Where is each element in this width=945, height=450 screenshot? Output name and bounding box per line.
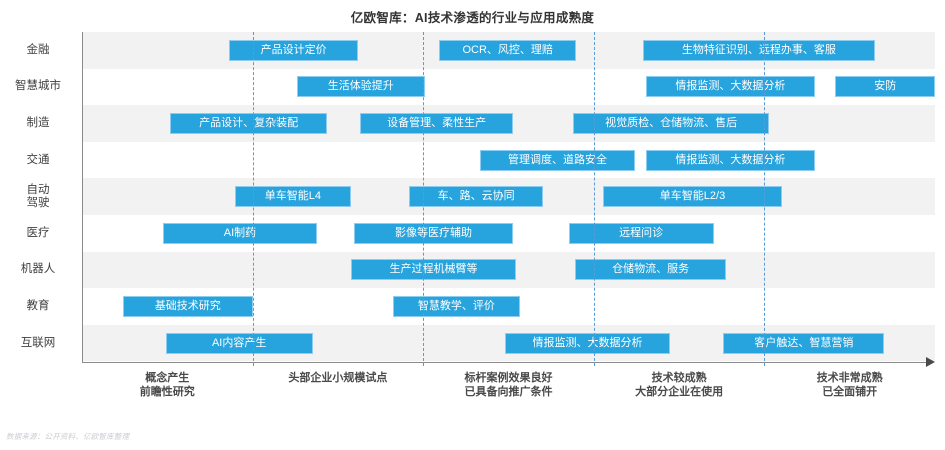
y-axis-label-医疗: 医疗 xyxy=(0,227,76,240)
chart-bar[interactable]: 远程问诊 xyxy=(568,222,714,244)
chart-bar[interactable]: 车、路、云协同 xyxy=(408,186,544,208)
chart-row: 管理调度、道路安全情报监测、大数据分析 xyxy=(82,141,935,179)
gridline-4 xyxy=(764,32,766,366)
chart-bar[interactable]: 仓储物流、服务 xyxy=(574,259,727,281)
y-axis-label-line2: 驾驶 xyxy=(26,196,50,209)
chart-bar[interactable]: 视觉质检、仓储物流、售后 xyxy=(573,112,770,134)
y-axis-line xyxy=(82,32,83,362)
chart-bar[interactable]: 情报监测、大数据分析 xyxy=(645,76,815,98)
chart-bar[interactable]: 生物特征识别、远程办事、客服 xyxy=(642,39,875,61)
chart-row: 生活体验提升 情报监测、大数据分析安防 xyxy=(82,68,935,106)
x-axis-stage-label-3: 标杆案例效果良好已具备向推广条件 xyxy=(423,371,594,399)
chart-bar[interactable]: OCR、风控、理赔 xyxy=(438,39,577,61)
y-axis-label-智慧城市: 智慧城市 xyxy=(0,80,76,93)
chart-row: 产品设计、复杂装配 设备管理、柔性生产 视觉质检、仓储物流、售后 xyxy=(82,105,935,142)
x-axis-stage-line1: 技术较成熟 xyxy=(651,372,707,384)
chart-row: 单车智能L4 车、路、云协同 单车智能L2/3 xyxy=(82,178,935,215)
chart-bar[interactable]: 生活体验提升 xyxy=(296,76,425,98)
chart-bar[interactable]: 情报监测、大数据分析 xyxy=(505,332,670,354)
chart-row: 基础技术研究 智慧教学、评价 xyxy=(82,288,935,325)
chart-bar[interactable]: 产品设计定价 xyxy=(228,39,359,61)
x-axis-stage-label-2: 头部企业小规模试点 xyxy=(253,371,424,385)
x-axis-stage-label-1: 概念产生前瞻性研究 xyxy=(82,371,253,399)
x-axis-stage-line1: 头部企业小规模试点 xyxy=(288,372,388,384)
chart-bar[interactable]: AI内容产生 xyxy=(165,332,313,354)
y-axis-label-line1: 机器人 xyxy=(20,263,56,276)
x-axis-stage-line2: 大部分企业在使用 xyxy=(635,386,724,398)
y-axis-label-自动驾驶: 自动驾驶 xyxy=(0,184,76,210)
y-axis-label-制造: 制造 xyxy=(0,117,76,130)
x-axis-stage-line2: 前瞻性研究 xyxy=(139,386,195,398)
y-axis-label-金融: 金融 xyxy=(0,44,76,57)
x-axis-stage-line2: 已全面铺开 xyxy=(822,386,878,398)
y-axis-label-line1: 智慧城市 xyxy=(15,80,61,93)
y-axis-label-line1: 自动 xyxy=(26,183,50,196)
chart-bar[interactable]: 情报监测、大数据分析 xyxy=(645,149,815,171)
x-axis-stage-label-5: 技术非常成熟已全面铺开 xyxy=(764,371,935,399)
x-axis-line xyxy=(82,362,927,363)
y-axis-label-互联网: 互联网 xyxy=(0,337,76,350)
chart-bar[interactable]: 影像等医疗辅助 xyxy=(353,222,514,244)
chart-bar[interactable]: 单车智能L2/3 xyxy=(603,186,782,208)
chart-bar[interactable]: 管理调度、道路安全 xyxy=(480,149,635,171)
y-axis-label-教育: 教育 xyxy=(0,300,76,313)
chart-bar[interactable]: AI制药 xyxy=(162,222,318,244)
x-axis-stage-line1: 技术非常成熟 xyxy=(816,372,883,384)
x-axis-stage-line1: 标杆案例效果良好 xyxy=(464,372,553,384)
chart-bar[interactable]: 设备管理、柔性生产 xyxy=(360,112,514,134)
y-axis-label-line1: 制造 xyxy=(26,117,50,129)
chart-bar[interactable]: 产品设计、复杂装配 xyxy=(170,112,327,134)
chart-bar[interactable]: 智慧教学、评价 xyxy=(393,295,520,317)
chart-bar[interactable]: 客户触达、智慧营销 xyxy=(723,332,885,354)
x-axis-stage-label-4: 技术较成熟大部分企业在使用 xyxy=(594,371,765,399)
chart-row: 生产过程机械臂等 仓储物流、服务 xyxy=(82,251,935,289)
gridline-3 xyxy=(593,32,595,366)
y-axis-label-机器人: 机器人 xyxy=(0,263,76,276)
source-note: 数据来源：公开资料、亿欧智库整理 xyxy=(6,432,130,441)
chart-row: AI内容产生 情报监测、大数据分析 客户触达、智慧营销 xyxy=(82,324,935,362)
y-axis-label-交通: 交通 xyxy=(0,154,76,167)
chart-title: 亿欧智库：AI技术渗透的行业与应用成熟度 xyxy=(350,11,595,25)
x-axis-arrow-icon xyxy=(926,357,935,367)
chart-bar[interactable]: 单车智能L4 xyxy=(235,186,351,208)
chart-bar[interactable]: 生产过程机械臂等 xyxy=(350,259,517,281)
y-axis-label-line1: 教育 xyxy=(26,300,50,312)
chart-row: AI制药 影像等医疗辅助 远程问诊 xyxy=(82,215,935,252)
y-axis-label-line1: 互联网 xyxy=(20,336,56,349)
footer-divider xyxy=(0,448,945,450)
y-axis-label-line1: 医疗 xyxy=(26,226,50,239)
chart-bar[interactable]: 基础技术研究 xyxy=(123,295,253,317)
chart-bar[interactable]: 安防 xyxy=(835,76,935,98)
chart-row: 产品设计定价 OCR、风控、理赔 生物特征识别、远程办事、客服 xyxy=(82,32,935,69)
gridline-2 xyxy=(423,32,425,366)
x-axis-stage-line2: 已具备向推广条件 xyxy=(464,386,553,398)
gridline-1 xyxy=(252,32,254,366)
y-axis-label-line1: 交通 xyxy=(26,153,50,166)
x-axis-stage-line1: 概念产生 xyxy=(145,372,190,384)
y-axis-label-line1: 金融 xyxy=(26,43,50,56)
